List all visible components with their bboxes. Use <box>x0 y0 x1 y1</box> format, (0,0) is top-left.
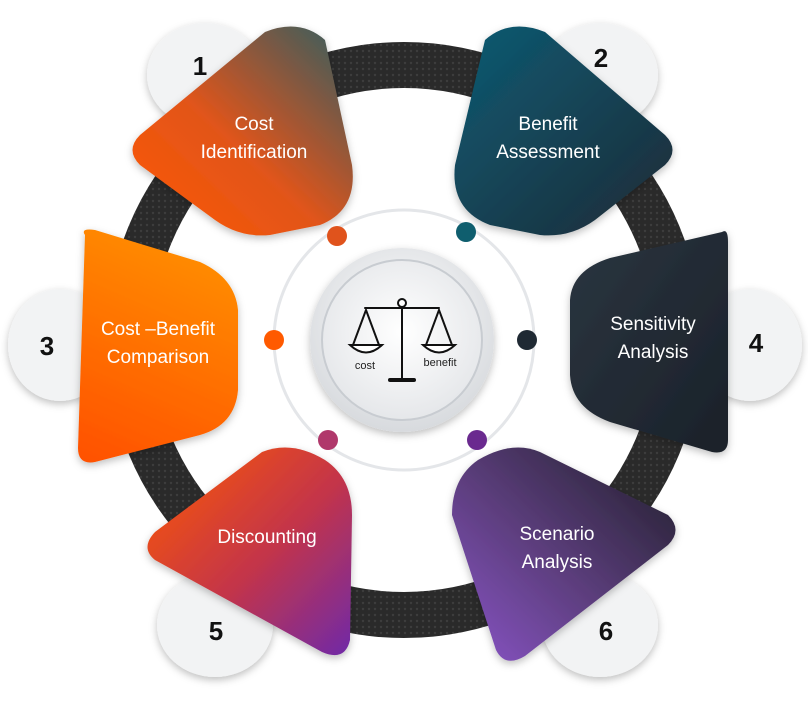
step-2-number: 2 <box>594 43 608 73</box>
step-3-number: 3 <box>40 331 54 361</box>
segment-benefit-assessment <box>454 26 673 236</box>
ring-dot-4 <box>517 330 537 350</box>
step-2-label-line1: Benefit <box>518 114 578 135</box>
step-1-label-line2: Identification <box>201 142 308 163</box>
step-3-label-line2: Comparison <box>107 347 209 368</box>
ring-dot-2 <box>456 222 476 242</box>
segments <box>78 26 728 661</box>
number-bubbles <box>8 23 802 677</box>
cost-scale-label: cost <box>355 360 375 372</box>
segment-scenario-analysis <box>452 447 676 661</box>
balance-scale-icon <box>347 298 458 382</box>
step-5-label-line1: Discounting <box>217 527 316 548</box>
segment-cost-benefit-comparison <box>78 229 238 463</box>
step-1-label-line1: Cost <box>234 114 274 135</box>
step-6-label-line2: Analysis <box>522 552 593 573</box>
ring-dot-5 <box>318 430 338 450</box>
step-4-label-line1: Sensitivity <box>610 314 696 335</box>
step-6-number: 6 <box>599 616 613 646</box>
step-1-number: 1 <box>193 51 207 81</box>
segment-cost-identification <box>132 26 353 236</box>
ring-dot-3 <box>264 330 284 350</box>
step-2-label-line2: Assessment <box>496 142 600 163</box>
segment-discounting <box>147 447 352 656</box>
ring-dot-1 <box>327 226 347 246</box>
step-3-label-line1: Cost –Benefit <box>101 319 216 340</box>
benefit-scale-label: benefit <box>423 357 456 369</box>
step-4-label-line2: Analysis <box>618 342 689 363</box>
ring-dot-6 <box>467 430 487 450</box>
step-4-number: 4 <box>749 328 764 358</box>
segment-sensitivity-analysis <box>570 231 728 453</box>
ring-dots <box>264 222 537 450</box>
step-5-number: 5 <box>209 616 223 646</box>
step-6-label-line1: Scenario <box>520 524 595 545</box>
